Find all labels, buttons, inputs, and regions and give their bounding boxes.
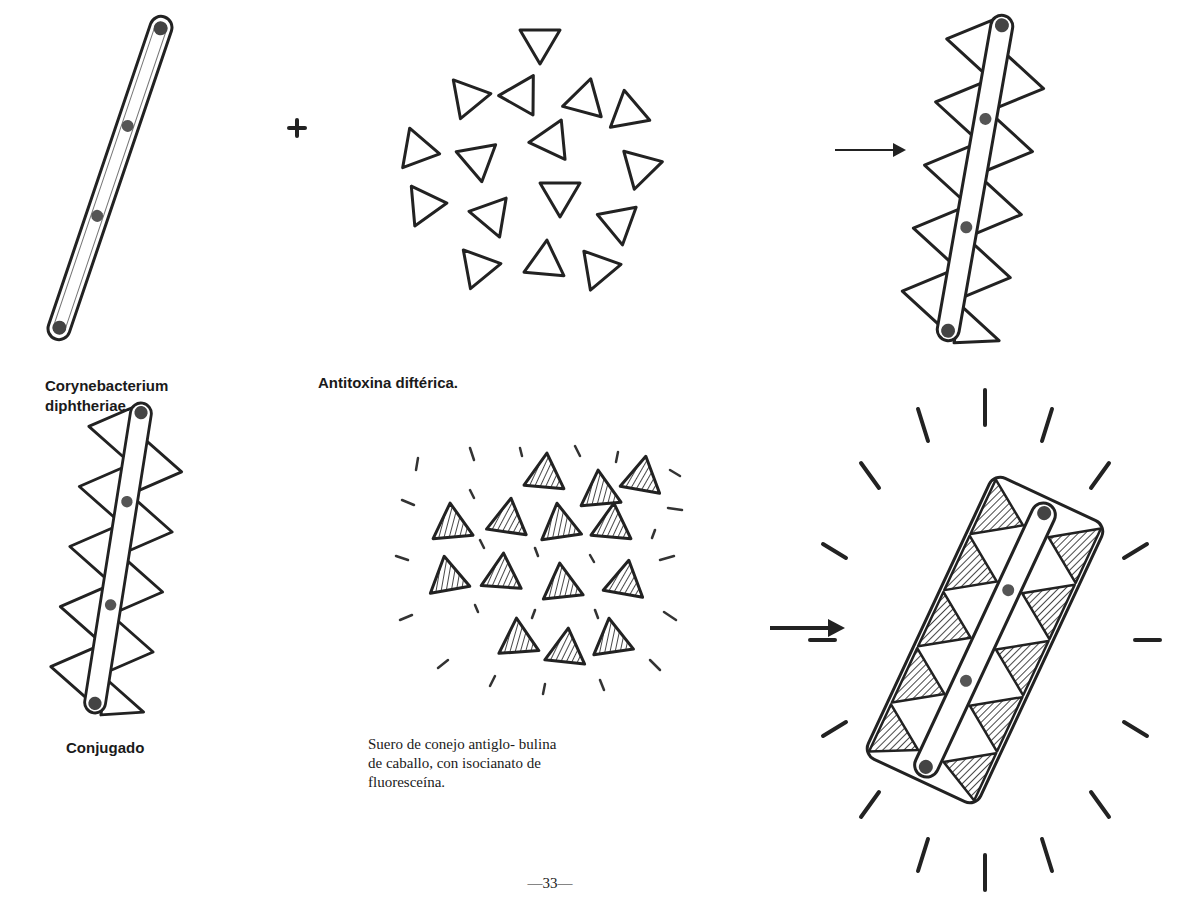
- reagent-label: Suero de conejo antiglo- bulina de cabal…: [368, 735, 558, 792]
- page-number: —33—: [505, 874, 595, 893]
- species-label: Corynebacterium diphtheriae.: [45, 376, 225, 416]
- conjugate-label: Conjugado: [66, 738, 206, 758]
- reagent-label: Antitoxina diftérica.: [318, 373, 538, 393]
